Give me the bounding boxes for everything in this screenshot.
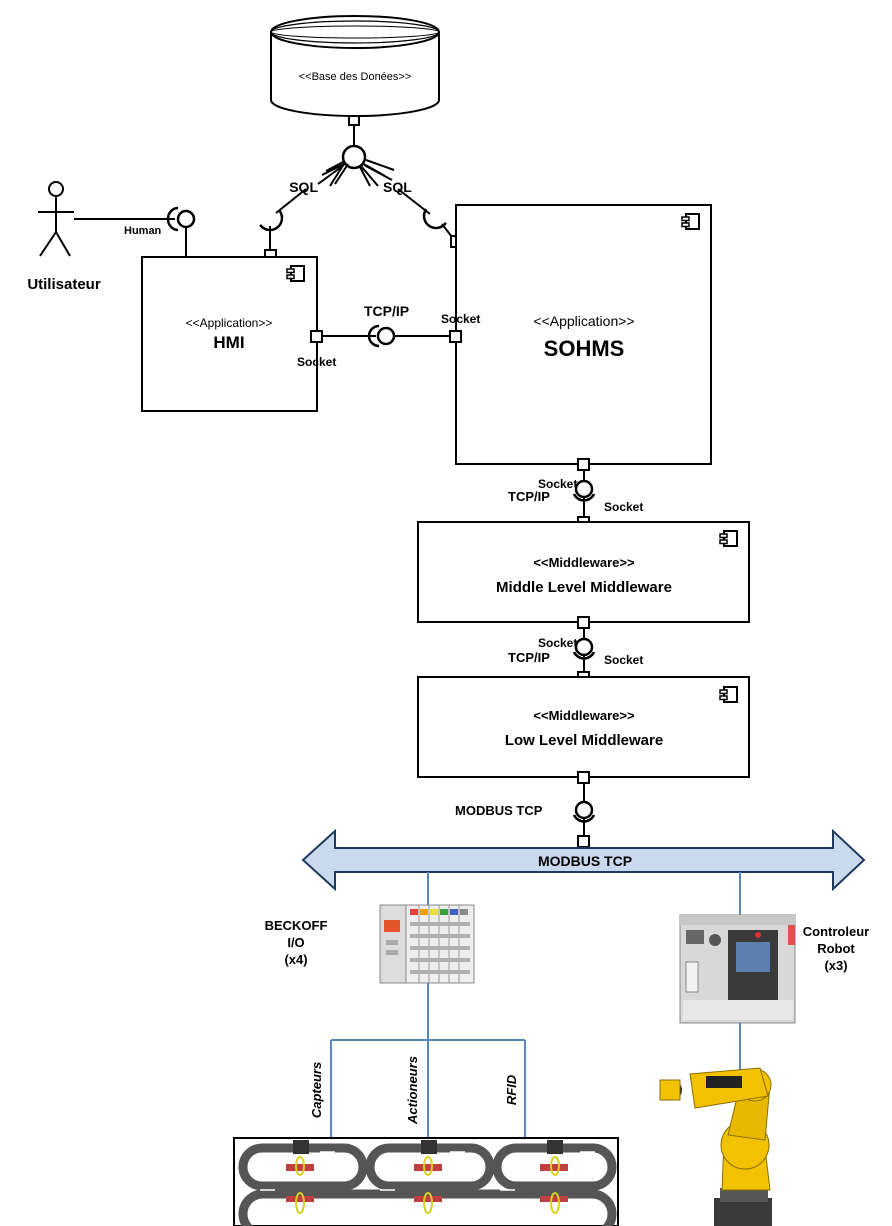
modbus-port-label: MODBUS TCP [455,803,543,818]
low-mw-bottom-port [577,771,590,784]
sohms-socket-port [449,330,462,343]
tcp-mid-low: TCP/IP [508,650,550,665]
database-port [348,115,360,126]
human-socket [166,206,179,232]
socket-mid-low-b: Socket [604,653,643,667]
tcp-ip-interface-icon [574,479,594,499]
component-icon [719,530,738,547]
robot-controller-label-3: (x3) [824,958,847,973]
low-mw-stereotype: <<Middleware>> [533,708,635,723]
hmi-socket-port [310,330,323,343]
socket-mid-top-a: Socket [538,477,577,491]
middle-mw-stereotype: <<Middleware>> [533,555,635,570]
sohms-socket-label: Socket [441,312,480,326]
beckhoff-label-1: BECKOFF [265,918,328,933]
actor-name: Utilisateur [27,276,101,293]
middle-mw-name: Middle Level Middleware [496,579,672,596]
robot-controller-cabinet[interactable] [679,914,796,1024]
io-label-actuators: Actioneurs [405,1056,420,1125]
modbus-interface-icon [574,800,594,820]
io-label-rfid: RFID [504,1074,519,1105]
database-fanout-lines [317,159,395,187]
modbus-bus-arrow[interactable] [301,828,866,892]
tcp-hmi-sohms-label: TCP/IP [364,303,409,319]
robot-controller-label-1: Controleur [803,924,869,939]
robot-arm[interactable] [659,1067,772,1226]
database-cylinder[interactable]: <<Base des Donées>> [270,15,440,117]
robot-controller-label-2: Robot [817,941,855,956]
socket-mid-top-b: Socket [604,500,643,514]
hmi-stereotype: <<Application>> [186,316,273,330]
tcp-mid-top: TCP/IP [508,489,550,504]
middle-mw-bottom-port [577,616,590,629]
sql-hmi-socket [259,210,284,232]
component-icon [681,213,700,230]
io-link-lines [330,983,526,1138]
middle-mw-component-box[interactable] [417,521,750,623]
hmi-component-box[interactable] [141,256,318,412]
tcp-ip-interface-icon [376,326,396,346]
database-provided-interface [341,144,367,170]
component-icon [719,686,738,703]
beckhoff-label-2: I/O [287,935,304,950]
socket-mid-low-a: Socket [538,636,577,650]
modbus-bus-port [577,835,590,848]
tcp-ip-interface-icon [574,637,594,657]
sohms-component-box[interactable] [455,204,712,465]
beckhoff-io-module[interactable] [379,904,475,984]
hmi-socket-label: Socket [297,355,336,369]
database-label: <<Base des Donées>> [299,71,412,83]
human-label: Human [124,225,162,237]
sql-sohms-socket [422,208,447,230]
low-mw-component-box[interactable] [417,676,750,778]
bus-label: MODBUS TCP [538,853,632,869]
hmi-name: HMI [213,333,244,352]
conveyor-system[interactable] [233,1137,619,1226]
beckhoff-label-3: (x4) [284,952,307,967]
actor-stick-figure[interactable] [38,181,74,257]
sql-hmi-line [275,188,307,214]
component-icon [286,265,305,282]
sql-right-label: SQL [383,179,412,195]
hmi-tcp-socket [367,324,380,348]
low-mw-name: Low Level Middleware [505,732,663,749]
human-interface-icon [176,209,196,229]
sohms-stereotype: <<Application>> [533,313,634,329]
sql-sohms-port-line [441,223,453,238]
io-label-sensors: Capteurs [309,1062,324,1118]
sohms-name: SOHMS [544,336,625,361]
sql-left-label: SQL [289,179,318,195]
sohms-bottom-port [577,458,590,471]
